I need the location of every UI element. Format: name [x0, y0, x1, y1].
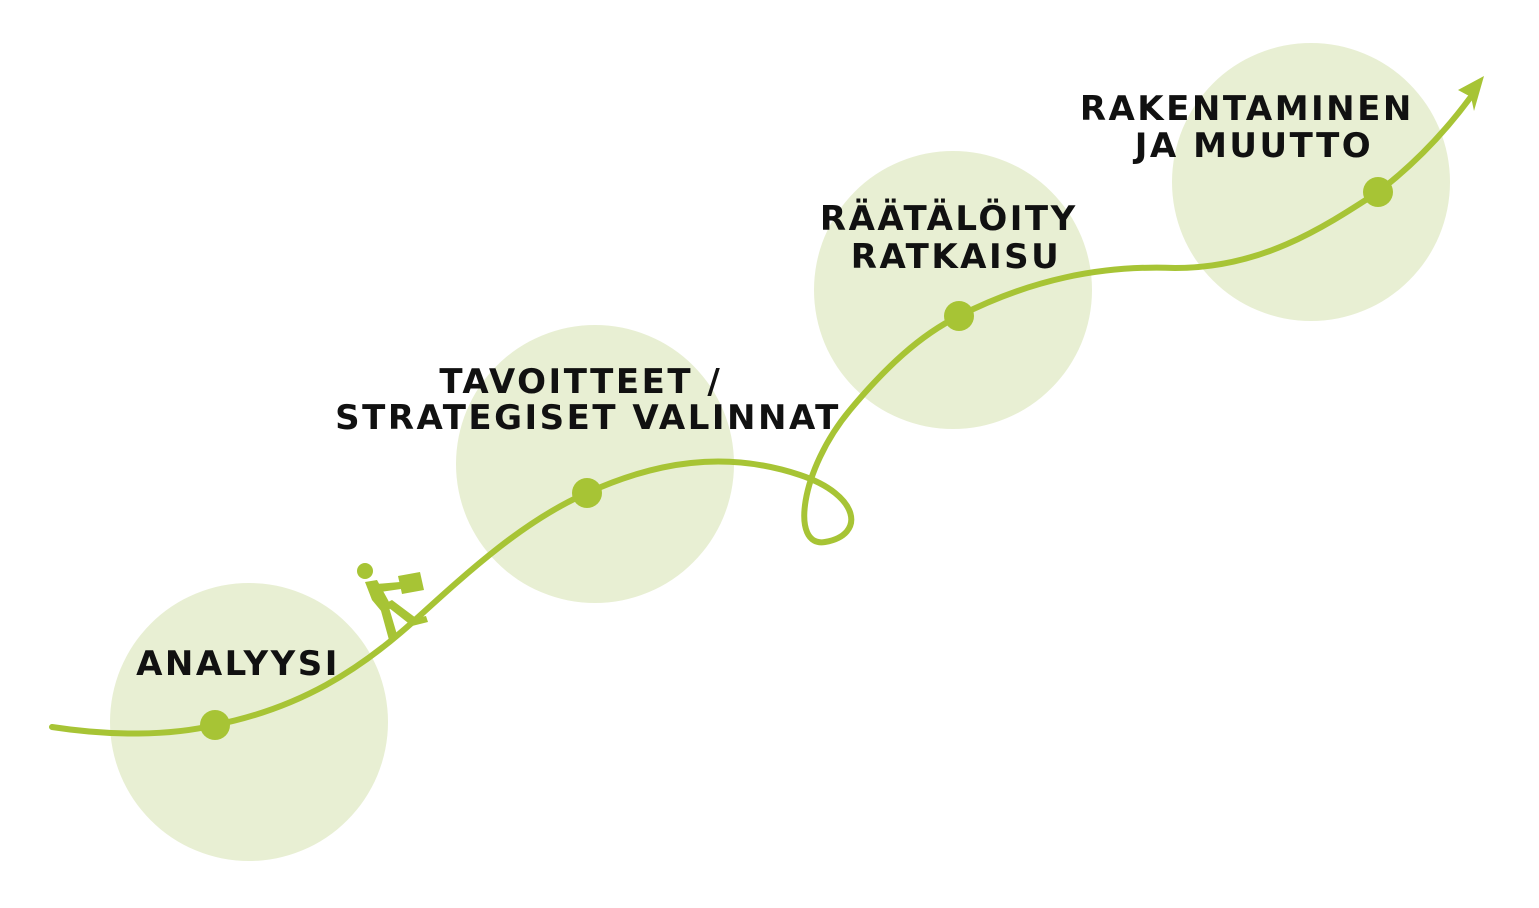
stage-label-analyysi: ANALYYSI	[136, 644, 340, 684]
stage-circle-ratkaisu	[814, 151, 1092, 429]
person-walking-with-briefcase-icon	[357, 563, 428, 640]
stage-dot-tavoitteet	[572, 478, 602, 508]
stage-label-ratkaisu: RÄÄTÄLÖITY RATKAISU	[820, 198, 1092, 277]
stage-dots	[200, 177, 1393, 740]
stage-dot-ratkaisu	[944, 301, 974, 331]
stage-label-line: RÄÄTÄLÖITY	[820, 198, 1078, 239]
stage-label-line: ANALYYSI	[136, 644, 340, 684]
stage-circles	[110, 43, 1450, 861]
stage-dot-rakentaminen	[1363, 177, 1393, 207]
stage-label-tavoitteet: TAVOITTEET / STRATEGISET VALINNAT	[335, 362, 841, 438]
stage-label-line: STRATEGISET VALINNAT	[335, 398, 841, 438]
stage-label-line: RATKAISU	[851, 237, 1061, 277]
stage-circle-tavoitteet	[456, 325, 734, 603]
stage-label-line: RAKENTAMINEN	[1080, 89, 1414, 129]
arrow-head-icon	[1458, 76, 1484, 111]
journey-path	[49, 95, 1473, 737]
stage-circle-rakentaminen	[1172, 43, 1450, 321]
stage-circle-analyysi	[110, 583, 388, 861]
stage-label-line: TAVOITTEET /	[439, 362, 722, 402]
stage-label-line: JA MUUTTO	[1133, 126, 1373, 166]
stage-dot-analyysi	[200, 710, 230, 740]
stage-label-rakentaminen: RAKENTAMINEN JA MUUTTO	[1080, 89, 1428, 166]
stage-labels: ANALYYSI TAVOITTEET / STRATEGISET VALINN…	[136, 89, 1428, 684]
